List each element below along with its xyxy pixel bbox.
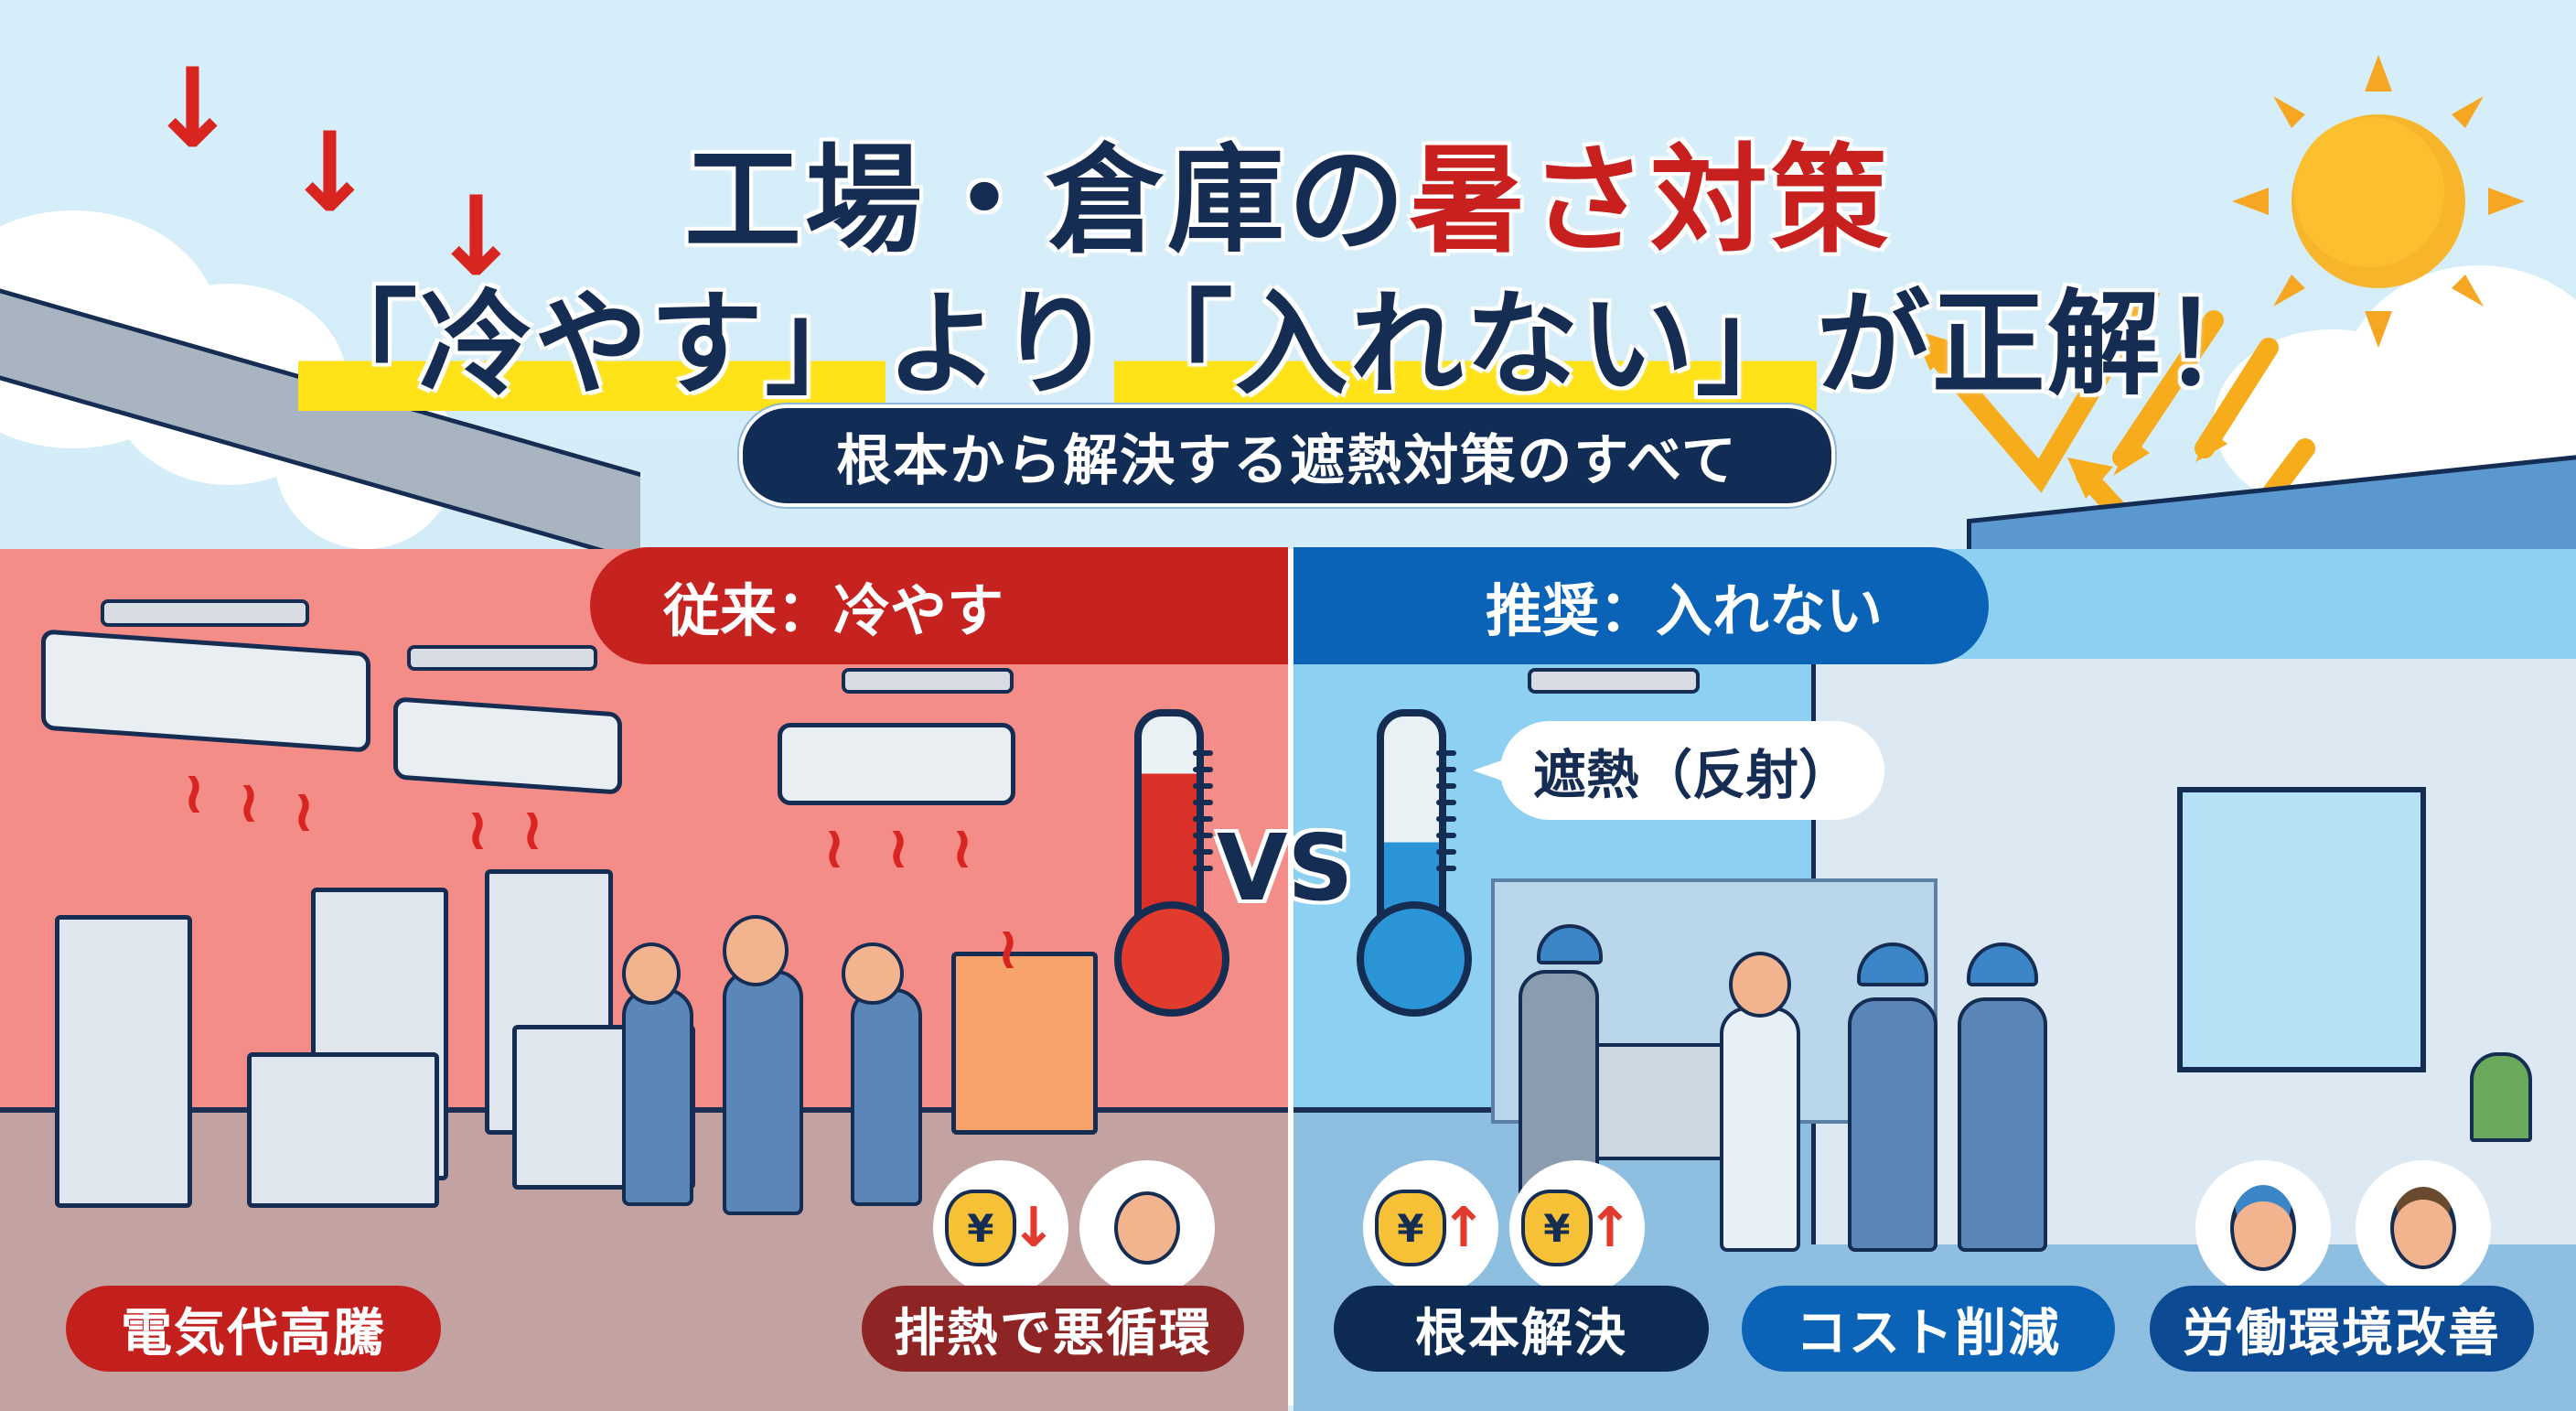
label-work-environment: 労働環境改善 [2150,1286,2534,1372]
heat-wave-icon: ≀ [238,769,260,836]
heat-wave-icon: ≀ [293,778,315,846]
heat-wave-icon: ≀ [521,796,543,864]
heat-wave-icon: ≀ [997,915,1019,983]
worker-head [1114,1191,1180,1265]
worker-head [723,915,789,986]
worker-head [2230,1185,2296,1271]
title-highlight: 暑さ対策 [1409,133,1893,269]
worker-figure [723,970,803,1215]
wall-air-conditioner [778,723,1015,805]
up-arrow-icon: ↑ [1440,1196,1487,1260]
label-cost-reduction: コスト削減 [1742,1286,2115,1372]
ceiling-light [407,645,597,671]
heat-wave-icon: ≀ [823,814,845,882]
page-title: 工場・倉庫の暑さ対策 [0,105,2576,275]
label-root-solution: 根本解決 [1334,1286,1709,1372]
worker-head [2390,1187,2456,1269]
worker-figure [1848,997,1937,1252]
ceiling-light [101,599,309,627]
subtitle-banner: 根本から解決する遮熱対策のすべて [739,404,1835,507]
standing-air-conditioner [55,915,192,1208]
worker-head [622,942,681,1005]
sun-icon [2232,55,2525,348]
window [2177,787,2426,1072]
heat-wave-icon: ≀ [951,814,973,882]
worker-figure [851,988,922,1206]
label-exhaust-heat: 排熱で悪循環 [862,1286,1244,1372]
ceiling-light [842,668,1014,694]
yen-bag: ¥ [1520,1190,1593,1266]
divider [1288,549,1293,1406]
heat-shield-bubble: 遮熱（反射） [1473,721,1884,820]
tired-worker-icon [1079,1160,1215,1296]
spot-cooler [247,1052,439,1208]
portable-cooler [951,952,1098,1135]
happy-worker-helmet-icon [2195,1160,2331,1296]
page-headline: 「冷やす」より「入れない」が正解！ [0,252,2576,416]
yen-bag: ¥ [1374,1190,1446,1266]
heat-arrow-icon: ↓ [284,110,376,237]
cool-thermometer-bulb [1357,901,1472,1017]
down-arrow-icon: ↓ [1010,1196,1057,1260]
header-recommended: 推奨：入れない [1293,547,1989,664]
label-electricity-cost: 電気代高騰 [66,1286,441,1372]
heat-wave-icon: ≀ [183,759,205,827]
worker-figure [1720,1007,1800,1252]
header-conventional: 従来：冷やす [590,547,1288,664]
money-bag-up-icon: ¥↑ [1363,1160,1498,1296]
money-bag-up-icon: ¥↑ [1509,1160,1645,1296]
title-prefix: 工場・倉庫の [683,133,1409,269]
ceiling-light [1528,668,1700,694]
heat-wave-icon: ≀ [887,814,909,882]
headline-cool: 「冷やす」 [298,279,886,411]
headline-block: 「入れない」 [1113,279,1817,411]
headline-answer: が正解！ [1816,279,2278,411]
thermometer-scale [1193,750,1213,882]
up-arrow-icon: ↑ [1586,1196,1634,1260]
heat-arrow-icon: ↓ [146,46,239,173]
worker-figure [1958,997,2047,1252]
worker-figure [622,988,693,1206]
thermometer-scale [1436,750,1456,882]
yen-bag: ¥ [944,1190,1016,1266]
vs-label: VS [1217,814,1354,921]
headline-connector: より [886,279,1114,411]
heat-wave-icon: ≀ [467,796,488,864]
wall-air-conditioner [393,696,622,795]
worker-head [1729,952,1791,1018]
happy-worker-icon [2356,1160,2491,1296]
hot-thermometer-bulb [1114,901,1229,1017]
worker-head [842,942,904,1005]
money-bag-down-icon: ¥↓ [933,1160,1068,1296]
plant-icon [2470,1052,2532,1142]
